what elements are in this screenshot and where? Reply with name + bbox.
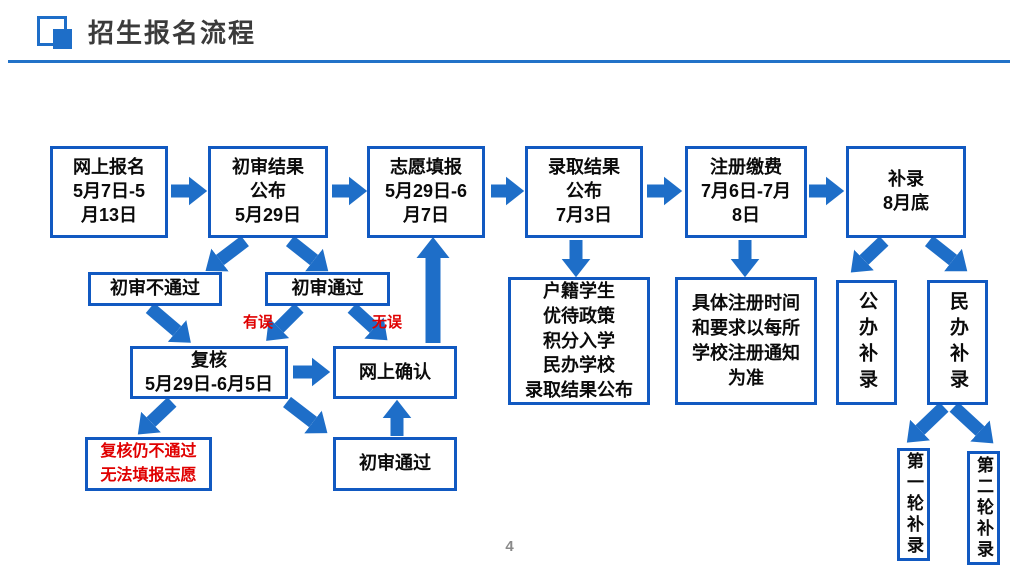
flow-box-admission-detail: 户籍学生 优待政策 积分入学 民办学校 录取结果公布 <box>508 277 650 405</box>
flow-box-admission-result: 录取结果 公布 7月3日 <box>525 146 643 238</box>
page-number: 4 <box>505 538 514 555</box>
header-divider <box>8 60 1010 63</box>
page-title: 招生报名流程 <box>88 18 257 48</box>
flow-box-recheck-failed: 复核仍不通过 无法填报志愿 <box>85 437 212 491</box>
arrow-supplement-to-public <box>850 236 889 273</box>
flow-box-registration-note: 具体注册时间 和要求以每所 学校注册通知 为准 <box>675 277 817 405</box>
flow-box-recheck: 复核 5月29日-6月5日 <box>130 346 288 399</box>
flow-box-supplementary: 补录 8月底 <box>846 146 966 238</box>
arrow-recheck-to-finalfail <box>137 397 177 435</box>
arrow-review-result-to-failed <box>205 235 249 272</box>
title-square-fill-icon <box>53 29 72 49</box>
flow-box-second-round: 第二轮补录 <box>967 451 1000 565</box>
edge-label-no-error: 无误 <box>372 314 403 331</box>
flow-box-online-signup: 网上报名 5月7日-5 月13日 <box>50 146 168 238</box>
arrow-supplement-to-private <box>924 235 968 272</box>
arrow-failed-to-recheck <box>145 303 191 343</box>
flow-box-registration-payment: 注册缴费 7月6日-7月 8日 <box>685 146 807 238</box>
arrow-review-result-to-passed <box>285 235 329 272</box>
arrow-private-to-round1 <box>906 402 949 443</box>
flow-box-public-supplement: 公办补录 <box>836 280 897 405</box>
flow-box-initial-review-result: 初审结果 公布 5月29日 <box>208 146 328 238</box>
flow-box-review-failed: 初审不通过 <box>88 272 222 306</box>
flow-box-volunteer-filling: 志愿填报 5月29日-6 月7日 <box>367 146 485 238</box>
edge-label-has-error: 有误 <box>243 314 274 331</box>
flow-box-private-supplement: 民办补录 <box>927 280 988 405</box>
arrow-private-to-round2 <box>949 402 994 444</box>
flow-box-first-round: 第一轮补录 <box>897 448 930 561</box>
arrow-recheck-to-passed-bottom <box>283 396 328 434</box>
arrow-passed-haserror-to-recheck <box>266 303 304 341</box>
flow-box-review-passed: 初审通过 <box>265 272 390 306</box>
flow-box-review-passed-bottom: 初审通过 <box>333 437 457 491</box>
arrow-passed-noerror-to-confirm <box>347 303 388 341</box>
flow-box-online-confirm: 网上确认 <box>333 346 457 399</box>
